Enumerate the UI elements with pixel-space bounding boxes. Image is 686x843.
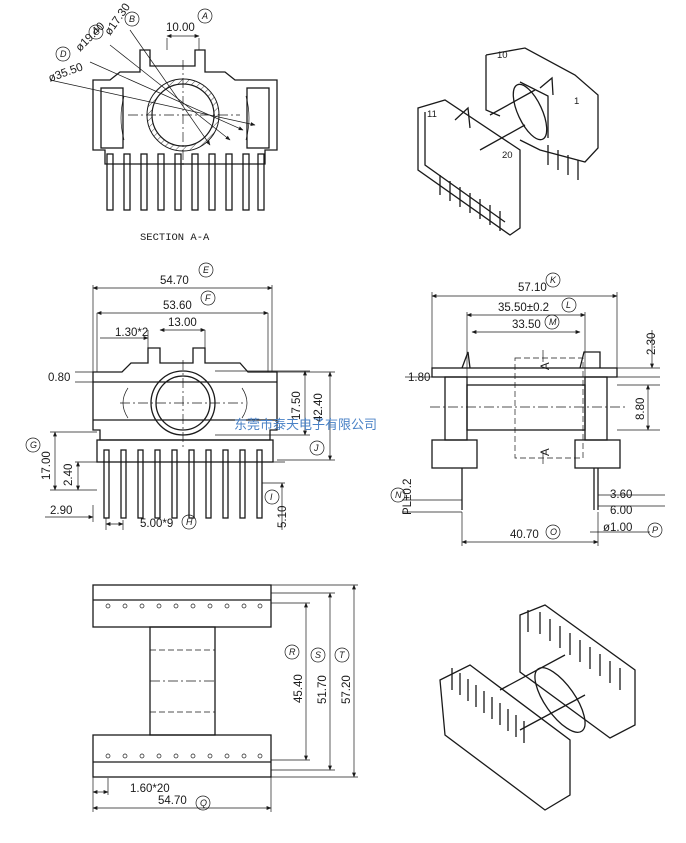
marker-o: O: [550, 527, 557, 537]
marker-e: E: [203, 265, 210, 275]
front-dim-f: 53.60: [163, 300, 192, 312]
side-dim-bore: 8.80: [635, 398, 647, 420]
side-dim-l: 35.50±0.2: [498, 302, 549, 314]
marker-d: D: [60, 49, 67, 59]
marker-s: S: [315, 650, 321, 660]
company-watermark: 东莞市泰天电子有限公司: [234, 417, 377, 433]
side-section-label-top: A: [540, 362, 552, 370]
marker-g: G: [30, 440, 37, 450]
bottom-view: 45.40 R 51.70 S 57.20 T 1.60*20 54.70 Q: [92, 584, 358, 812]
front-dim-slot: 1.30*2: [115, 327, 148, 339]
section-dim-c: ø19.40: [74, 20, 108, 54]
marker-q: Q: [200, 798, 207, 808]
bottom-dim-pitch: 1.60*20: [130, 783, 170, 795]
section-slot-dim: 10.00: [166, 22, 195, 34]
bottom-dim-q: 54.70: [158, 795, 187, 807]
side-dim-k: 57.10: [518, 282, 547, 294]
side-dim-p1: 3.60: [610, 489, 632, 501]
bottom-dim-r: 45.40: [293, 674, 305, 703]
marker-a: A: [201, 11, 208, 21]
marker-c: C: [93, 27, 100, 37]
side-dim-m: 33.50: [512, 319, 541, 331]
marker-k: K: [550, 275, 557, 285]
front-dim-g: 17.00: [41, 451, 53, 480]
marker-b: B: [129, 14, 135, 24]
bottom-dim-t: 57.20: [341, 675, 353, 704]
marker-n: N: [395, 490, 402, 500]
pin-label-10: 10: [497, 50, 508, 61]
marker-j: J: [313, 443, 319, 453]
marker-f: F: [205, 293, 211, 303]
side-dim-left: 1.80: [408, 372, 430, 384]
front-dim-e: 54.70: [160, 275, 189, 287]
front-dim-step: 2.40: [63, 464, 75, 486]
marker-r: R: [289, 647, 296, 657]
pin-label-11: 11: [427, 109, 437, 120]
side-dim-p: ø1.00: [603, 522, 632, 534]
pin-label-20: 20: [502, 150, 513, 161]
iso-view-bottom: [439, 604, 636, 811]
side-view: A A 57.10 K 35.50±0.2 L 33.50 M 2.30 1.8…: [390, 272, 665, 546]
side-dim-p2: 6.00: [610, 505, 632, 517]
front-dim-opening: 13.00: [168, 317, 197, 329]
marker-t: T: [339, 650, 346, 660]
section-view: 10.00 A ø17.30 B ø19.40 C D ø35.50 SECTI…: [47, 2, 278, 244]
iso-view-top: 10 1 11 20: [417, 47, 599, 236]
front-dim-h: 5.00*9: [140, 518, 173, 530]
side-dim-n: PL±0.2: [402, 479, 414, 515]
front-dim-inner: 17.50: [291, 391, 303, 420]
front-view: 54.70 E 53.60 F 13.00 1.30*2 0.80 42.40 …: [25, 262, 335, 530]
side-dim-top: 2.30: [646, 333, 658, 355]
marker-p: P: [652, 525, 658, 535]
marker-i: I: [270, 492, 273, 502]
front-dim-i: 5.10: [277, 506, 289, 528]
bottom-dim-s: 51.70: [317, 675, 329, 704]
marker-m: M: [549, 317, 557, 327]
side-dim-o: 40.70: [510, 529, 539, 541]
pin-label-1: 1: [574, 96, 579, 107]
front-dim-edge: 2.90: [50, 505, 72, 517]
marker-l: L: [566, 300, 571, 310]
side-section-label-bottom: A: [540, 448, 552, 456]
section-dim-d: ø35.50: [47, 61, 85, 85]
front-dim-flange: 0.80: [48, 372, 70, 384]
front-dim-j: 42.40: [313, 393, 325, 422]
section-caption: SECTION A-A: [140, 232, 210, 244]
marker-h: H: [186, 517, 193, 527]
